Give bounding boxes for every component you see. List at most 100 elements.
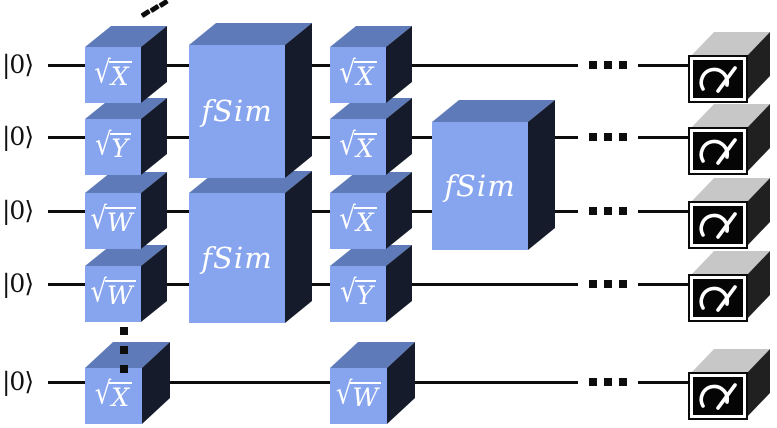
gate-sqrt-x-q1: √X [85, 26, 167, 103]
cube-top-face [85, 98, 167, 119]
gate-label: X [108, 61, 132, 89]
ellipsis-dots-icon [619, 133, 627, 141]
ellipsis-dots-icon [619, 207, 627, 215]
gate-sqrt-w-q3: √W [85, 172, 167, 249]
measurement-q4 [690, 251, 770, 320]
cube-front-face: fSim [189, 45, 285, 178]
cube-side-face [528, 100, 555, 250]
measurement-q3 [690, 178, 770, 247]
qubit-wire-3a [48, 210, 578, 213]
gate-label: √ [94, 376, 112, 412]
ellipsis-dots-icon [619, 61, 627, 69]
qubit-wire-1a [48, 64, 578, 67]
gate-label: √ [94, 55, 111, 91]
gate-label: √ [339, 201, 356, 237]
cube-front-face: √Y [85, 119, 141, 175]
cube-front-face: √X [85, 47, 141, 103]
ellipsis-dots-icon [589, 61, 597, 69]
continuation-ellipsis-icon [140, 8, 151, 18]
ket-label-q3: |0⟩ [2, 196, 34, 225]
cube-top-face [330, 245, 412, 266]
gauge-icon [699, 383, 737, 410]
gate-label: √ [339, 55, 356, 91]
qubit-wire-2a [48, 136, 578, 139]
continuation-ellipsis-icon [120, 346, 128, 354]
qubit-wire-3b [638, 210, 692, 213]
gate-label: √ [90, 201, 107, 237]
gate-label: fSim [444, 168, 516, 203]
gauge-icon [699, 285, 737, 312]
ellipsis-dots-icon [604, 207, 612, 215]
cube-front-face: √W [85, 193, 141, 249]
gate-fsim-q3-q4: fSim [189, 171, 312, 323]
qubit-wire-5b [638, 381, 692, 384]
cube-front-face: √X [330, 47, 386, 103]
gate-sqrt-x-q2-c3: √X [330, 98, 412, 175]
ellipsis-dots-icon [604, 133, 612, 141]
gauge-icon [699, 212, 737, 239]
measurement-q1 [690, 32, 770, 101]
ellipsis-dots-icon [589, 280, 597, 288]
gauge-icon [699, 66, 737, 93]
gate-sqrt-x-q5: √X [85, 342, 170, 424]
cube-top-face [432, 100, 555, 122]
cube-front-face: √W [85, 266, 141, 322]
cube-top-face [330, 172, 412, 193]
ellipsis-dots-icon [589, 207, 597, 215]
gate-label: fSim [201, 94, 273, 128]
ellipsis-dots-icon [589, 133, 597, 141]
gate-label: W [350, 382, 382, 410]
ellipsis-dots-icon [604, 280, 612, 288]
cube-front-face: √X [330, 119, 386, 175]
gate-sqrt-y-q2: √Y [85, 98, 167, 175]
gate-label: Y [354, 280, 377, 308]
continuation-ellipsis-icon [158, 0, 169, 8]
gate-label: √ [339, 127, 356, 163]
gate-label: √ [90, 274, 107, 310]
gate-sqrt-x-q3-c3: √X [330, 172, 412, 249]
gate-sqrt-w-q5: √W [330, 342, 415, 424]
gate-label: X [353, 61, 377, 89]
ket-label-q4: |0⟩ [2, 269, 34, 298]
ket-label-q2: |0⟩ [2, 122, 34, 151]
ket-label-q5: |0⟩ [2, 367, 34, 396]
ellipsis-dots-icon [619, 378, 627, 386]
continuation-ellipsis-icon [149, 3, 160, 13]
cube-front-face [690, 129, 746, 173]
continuation-ellipsis-icon [120, 365, 128, 373]
cube-top-face [330, 98, 412, 119]
qubit-wire-5a [48, 381, 578, 384]
qubit-wire-4b [638, 283, 692, 286]
cube-top-face [85, 172, 167, 193]
gate-sqrt-w-q4: √W [85, 245, 167, 322]
cube-side-face [285, 171, 312, 323]
cube-top-face [330, 26, 412, 47]
ket-label-q1: |0⟩ [2, 50, 34, 79]
gate-label: W [104, 207, 136, 235]
gate-label: √ [335, 376, 353, 412]
qubit-wire-2b [638, 136, 692, 139]
gauge-icon [699, 138, 737, 165]
gate-label: X [353, 133, 377, 161]
ellipsis-dots-icon [619, 280, 627, 288]
ellipsis-dots-icon [589, 378, 597, 386]
qubit-wire-4a [48, 283, 578, 286]
measurement-q2 [690, 104, 770, 173]
gate-label: Y [109, 133, 132, 161]
gate-label: X [353, 207, 377, 235]
gate-label: √ [339, 274, 357, 310]
cube-front-face: √X [85, 368, 142, 424]
cube-front-face [690, 374, 746, 418]
continuation-ellipsis-icon [120, 327, 128, 335]
cube-top-face [189, 23, 312, 45]
measurement-q5 [690, 349, 770, 418]
cube-side-face [285, 23, 312, 178]
gate-fsim-q2-q3: fSim [432, 100, 555, 250]
ellipsis-dots-icon [604, 61, 612, 69]
cube-front-face [690, 57, 746, 101]
gate-label: W [104, 280, 136, 308]
qubit-wire-1b [638, 64, 692, 67]
cube-front-face: √Y [330, 266, 386, 322]
cube-front-face: √X [330, 193, 386, 249]
